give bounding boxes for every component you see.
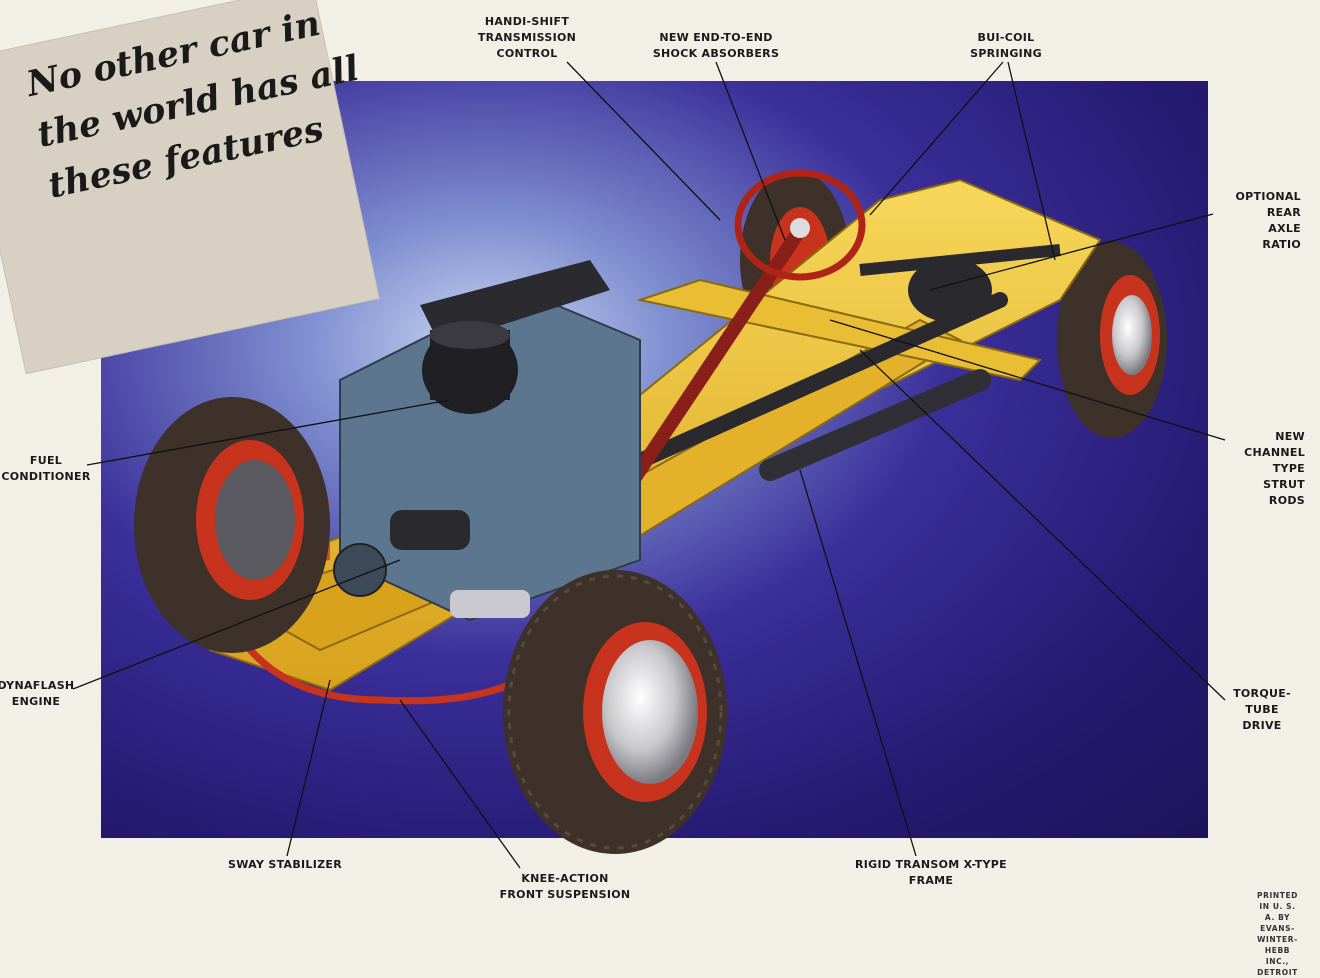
rear-axle: [859, 244, 1061, 276]
leader-strut-rods: [829, 319, 1226, 441]
leader-bui-coil-b: [1007, 61, 1056, 261]
front-control-arm: [450, 590, 530, 618]
steering-hub: [790, 218, 810, 238]
leader-fuel-conditioner: [86, 399, 451, 466]
front-right-wheel-tread: [507, 574, 723, 850]
leader-handi-shift: [566, 61, 721, 221]
chassis-diagram: [72, 61, 1226, 869]
leader-shock-absorbers: [715, 61, 786, 241]
dynaflash-engine-block: [333, 260, 641, 622]
leader-x-frame: [799, 469, 917, 857]
leader-sway-stabilizer: [286, 679, 331, 857]
muffler: [759, 369, 991, 481]
rear-axle-housing: [908, 258, 992, 322]
leader-knee-action: [399, 699, 521, 869]
torque-tube: [612, 292, 1008, 478]
steering-wheel: [734, 169, 866, 281]
leader-dynaflash: [72, 559, 401, 690]
leader-bui-coil-a: [869, 61, 1004, 216]
leader-torque-tube: [859, 349, 1226, 701]
rear-right-wheel: [1057, 242, 1167, 438]
leader-lines: [72, 61, 1226, 869]
leader-rear-axle: [929, 213, 1214, 291]
callout-sway-stabilizer: SWAY STABILIZER: [228, 858, 342, 871]
front-left-wheel: [134, 397, 330, 653]
front-right-wheel: [503, 570, 727, 854]
